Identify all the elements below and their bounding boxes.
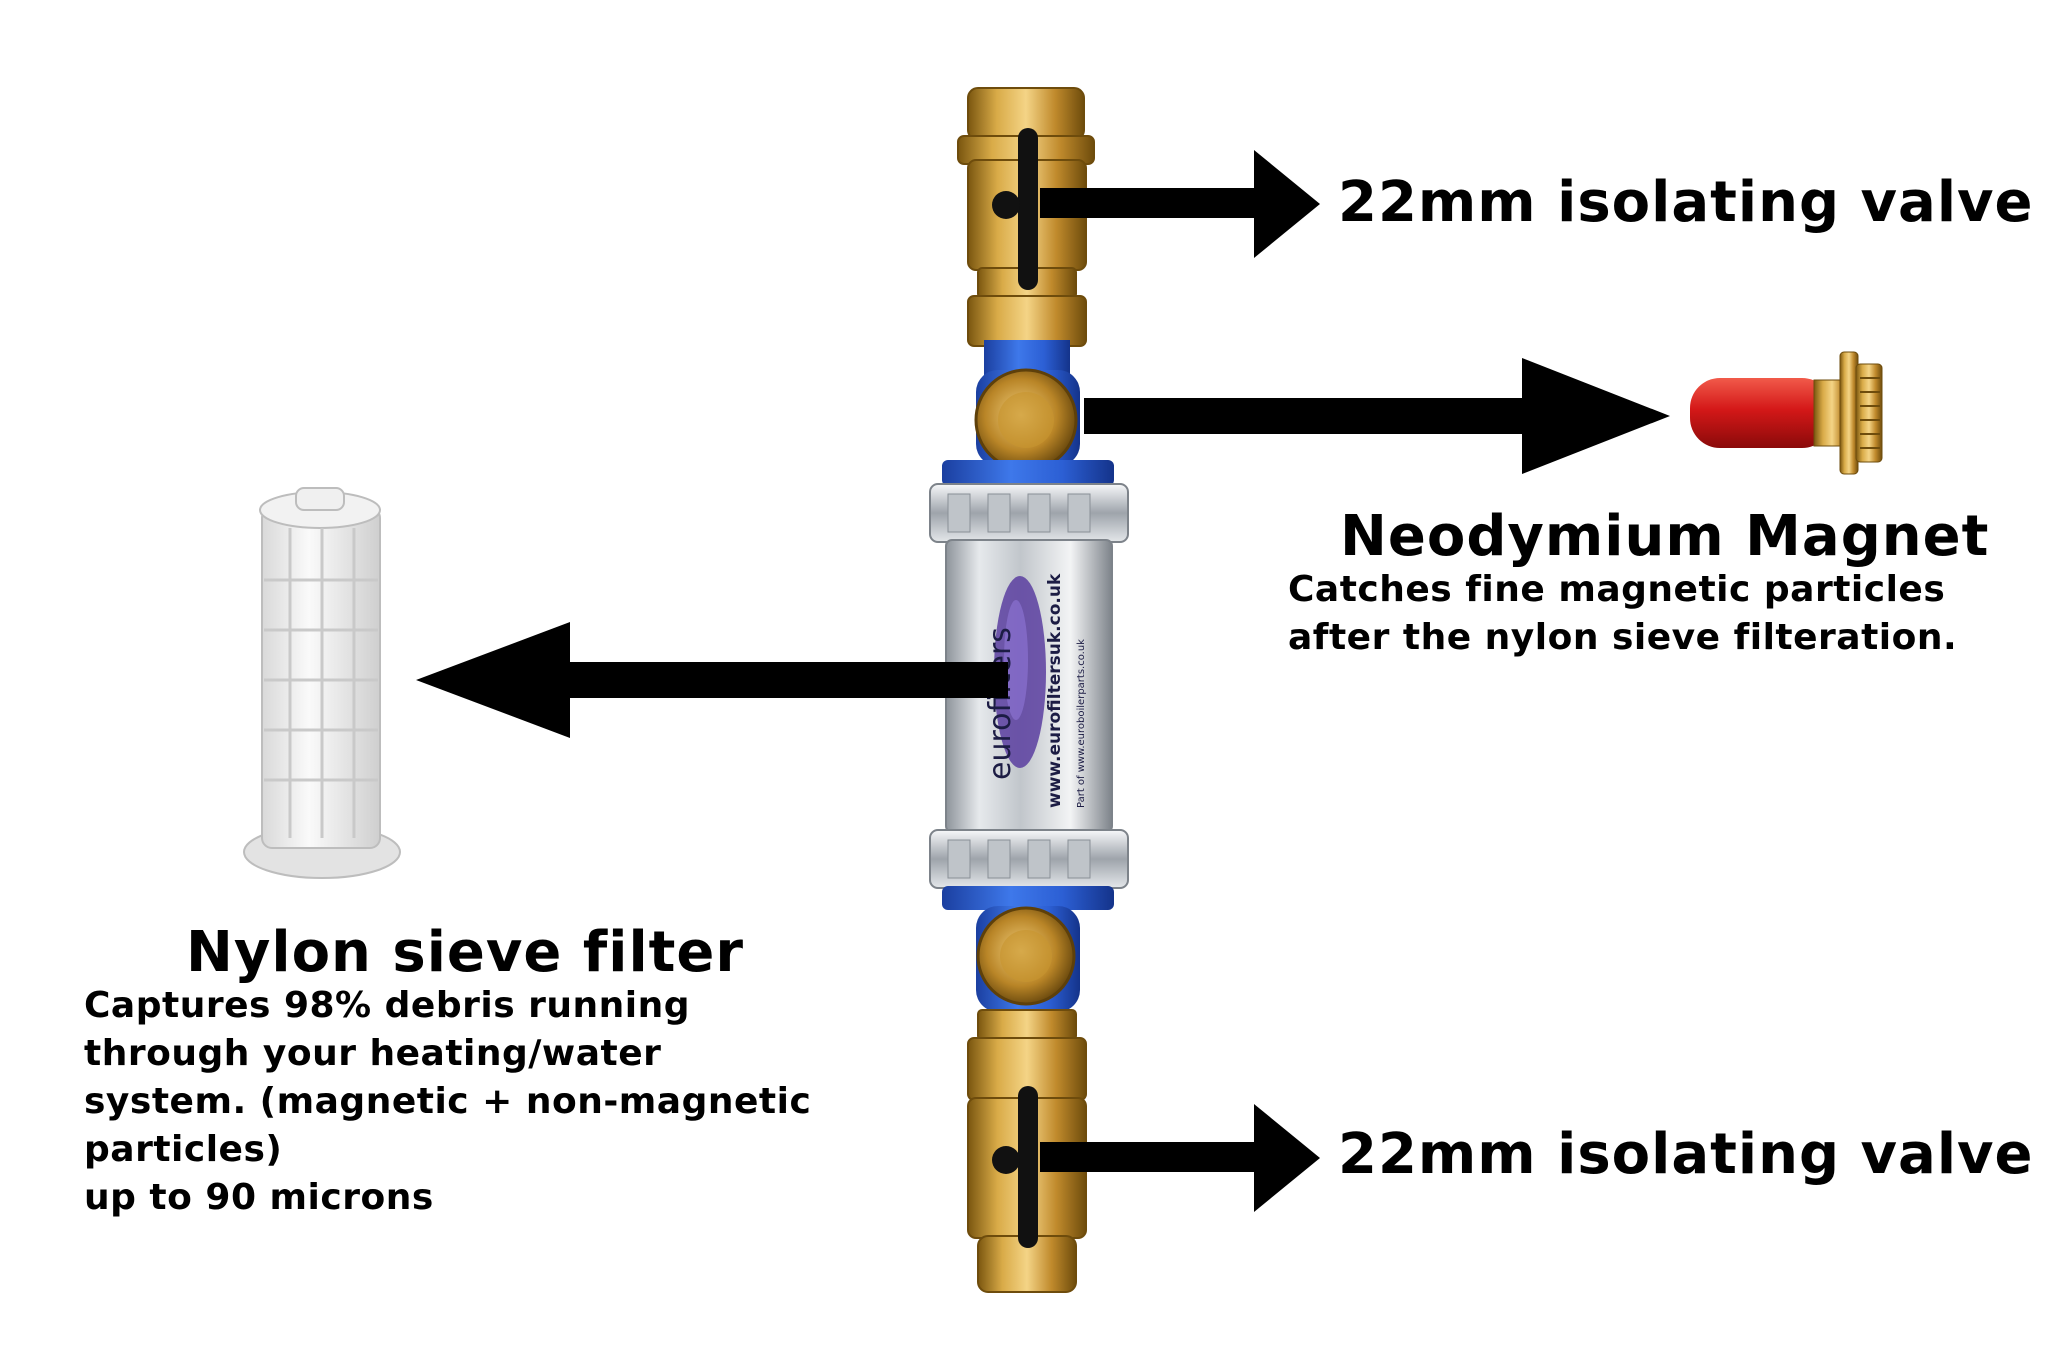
sieve-description-line: up to 90 microns	[84, 1177, 434, 1218]
arrow-magnet	[1084, 358, 1670, 474]
arrow-sieve	[416, 622, 1008, 738]
product-brand-text: eurofilters	[983, 627, 1018, 780]
bottom-chrome-ring	[929, 829, 1129, 889]
top-chrome-ring	[929, 483, 1129, 543]
sieve-description-line: Captures 98% debris running	[84, 985, 691, 1026]
sieve-description-line: through your heating/water	[84, 1033, 662, 1074]
sieve-description: Captures 98% debris running through your…	[84, 982, 811, 1222]
top-valve-label: 22mm isolating valve	[1338, 170, 2034, 235]
bottom-valve-label: 22mm isolating valve	[1338, 1122, 2034, 1187]
magnet-description-line: after the nylon sieve filteration.	[1288, 617, 1958, 658]
nylon-sieve-image	[243, 487, 401, 879]
drain-port	[942, 886, 1114, 1012]
bottom-isolating-valve	[967, 1009, 1087, 1293]
sieve-title: Nylon sieve filter	[186, 920, 745, 985]
magnet-description-line: Catches fine magnetic particles	[1288, 569, 1946, 610]
glass-bowl	[945, 539, 1113, 833]
magnet-title: Neodymium Magnet	[1340, 504, 1990, 569]
arrow-top-valve	[1040, 150, 1320, 258]
arrow-bottom-valve	[1040, 1104, 1320, 1212]
top-isolating-valve	[967, 128, 1087, 347]
sieve-description-line: system. (magnetic + non-magnetic	[84, 1081, 812, 1122]
product-sub-text: Part of www.euroboilerparts.co.uk	[1076, 639, 1087, 808]
sieve-description-line: particles)	[84, 1129, 283, 1170]
magnetic-filter-assembly: eurofilters www.eurofiltersuk.co.uk Part…	[929, 87, 1129, 1293]
product-url-text: www.eurofiltersuk.co.uk	[1045, 573, 1065, 808]
magnet-description: Catches fine magnetic particles after th…	[1288, 566, 1957, 662]
magnet-port	[942, 340, 1114, 486]
neodymium-magnet-image	[1690, 351, 1883, 475]
